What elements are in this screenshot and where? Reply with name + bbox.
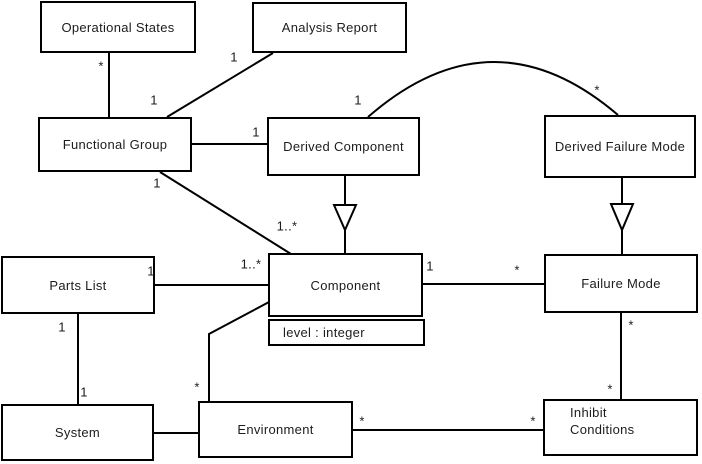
mult-component-end-parts-list: 1..* bbox=[240, 256, 262, 272]
node-environment-label: Environment bbox=[237, 422, 314, 437]
node-environment[interactable]: Environment bbox=[198, 401, 353, 458]
mult-failure-mode-end-inhibit: * bbox=[628, 317, 634, 333]
mult-failure-mode-end-component: * bbox=[514, 262, 520, 278]
mult-parts-list-end-system: 1 bbox=[58, 319, 66, 335]
mult-environment-end-component: * bbox=[194, 379, 200, 395]
mult-derived-component-end-arc: 1 bbox=[354, 92, 362, 108]
node-derived-failure-mode-label: Derived Failure Mode bbox=[554, 139, 686, 154]
node-parts-list-label: Parts List bbox=[49, 277, 107, 293]
mult-environment-end-inhibit: * bbox=[359, 413, 365, 429]
node-system-label: System bbox=[54, 425, 101, 440]
node-derived-failure-mode[interactable]: Derived Failure Mode bbox=[544, 115, 696, 178]
node-failure-mode-label: Failure Mode bbox=[581, 276, 661, 291]
edge-functional-group-component[interactable] bbox=[159, 171, 292, 255]
mult-analysis-report-end: 1 bbox=[230, 49, 238, 65]
node-derived-component-label: Derived Component bbox=[283, 139, 404, 154]
node-component[interactable]: Component bbox=[268, 253, 423, 317]
node-component-label: Component bbox=[310, 277, 381, 293]
node-parts-list[interactable]: Parts List bbox=[1, 256, 155, 314]
generalization-derived-component-component[interactable] bbox=[332, 175, 358, 254]
node-failure-mode[interactable]: Failure Mode bbox=[544, 254, 698, 313]
node-derived-component[interactable]: Derived Component bbox=[267, 117, 420, 176]
node-inhibit-conditions[interactable]: Inhibit Conditions bbox=[543, 399, 698, 456]
node-component-attributes[interactable]: level : integer bbox=[268, 319, 425, 346]
node-system[interactable]: System bbox=[1, 404, 154, 461]
mult-functional-group-end-component: 1 bbox=[153, 175, 161, 191]
node-inhibit-conditions-label: Inhibit Conditions bbox=[570, 405, 635, 437]
component-attribute-label: level : integer bbox=[283, 325, 365, 340]
mult-system-end-parts-list: 1 bbox=[80, 384, 88, 400]
mult-component-end-failure-mode: 1 bbox=[426, 258, 434, 274]
mult-functional-group-end-os: 1 bbox=[150, 92, 158, 108]
edge-component-environment[interactable] bbox=[208, 301, 270, 402]
mult-inhibit-end-failure-mode: * bbox=[607, 381, 613, 397]
generalization-derived-failure-mode-failure-mode[interactable] bbox=[609, 177, 635, 255]
mult-operational-states-end: * bbox=[98, 58, 104, 74]
node-functional-group-label: Functional Group bbox=[62, 137, 168, 152]
node-functional-group[interactable]: Functional Group bbox=[38, 117, 192, 172]
mult-component-end-fg: 1..* bbox=[276, 218, 298, 234]
mult-derived-failure-mode-end-arc: * bbox=[594, 82, 600, 98]
generalization-arrow-icon bbox=[332, 204, 358, 233]
node-operational-states-label: Operational States bbox=[61, 19, 175, 35]
mult-parts-list-end-component: 1 bbox=[147, 263, 155, 279]
node-analysis-report-label: Analysis Report bbox=[281, 20, 378, 35]
generalization-arrow-icon bbox=[609, 203, 635, 233]
edge-derived-component-derived-failure-mode-arc[interactable] bbox=[367, 61, 619, 118]
mult-inhibit-end-environment: * bbox=[530, 413, 536, 429]
edge-functional-group-analysis-report[interactable] bbox=[166, 52, 274, 118]
mult-derived-component-end-fg: 1 bbox=[252, 124, 260, 140]
node-operational-states[interactable]: Operational States bbox=[40, 1, 196, 53]
node-analysis-report[interactable]: Analysis Report bbox=[252, 2, 407, 53]
